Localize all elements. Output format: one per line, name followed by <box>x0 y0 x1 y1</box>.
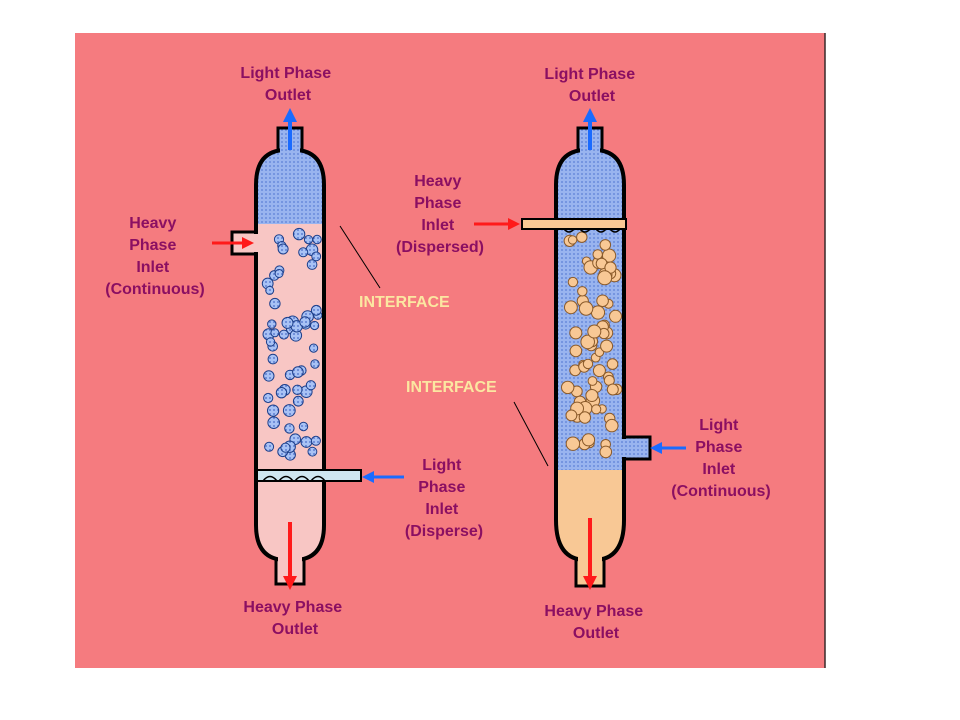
light-drop <box>264 441 275 452</box>
light-drop <box>292 384 303 395</box>
heavy-drop <box>578 411 592 424</box>
light-drop <box>267 404 280 417</box>
heavy-drop <box>564 300 578 315</box>
light-drop <box>306 259 318 270</box>
light-drop <box>263 392 274 404</box>
left-distributor <box>256 469 362 482</box>
heavy-drop <box>587 376 598 386</box>
heavy-drop <box>600 339 614 353</box>
left-light-outlet-label: Light Phase Outlet <box>240 65 335 104</box>
heavy-drop <box>578 301 594 316</box>
light-drop <box>284 423 295 434</box>
heavy-drop <box>605 418 619 433</box>
light-drop <box>300 436 313 448</box>
heavy-drop <box>569 344 583 358</box>
heavy-drop <box>582 358 594 370</box>
heavy-drop <box>606 358 619 370</box>
light-drop <box>274 269 284 278</box>
heavy-drop <box>599 445 613 459</box>
light-drop <box>303 235 314 245</box>
right-column <box>474 108 686 590</box>
light-drop <box>270 328 280 338</box>
right-heavy-inlet-label: Heavy Phase Inlet (Dispersed) <box>396 173 484 256</box>
light-drop <box>311 251 322 262</box>
heavy-drop <box>576 231 588 243</box>
heavy-drop <box>609 309 622 323</box>
heavy-drop <box>592 249 603 260</box>
heavy-drop <box>577 286 588 297</box>
heavy-drop <box>565 409 578 422</box>
heavy-drop <box>599 239 612 251</box>
light-drop <box>292 395 304 407</box>
light-drop <box>267 319 277 329</box>
light-drop <box>292 366 304 378</box>
right-distributor <box>521 218 627 230</box>
left-interface-label: INTERFACE <box>359 294 450 311</box>
heavy-drop <box>590 305 606 320</box>
light-drop <box>309 343 319 353</box>
light-drop <box>265 285 275 295</box>
heavy-drop <box>567 276 579 288</box>
right-dispersed-heavy-drops <box>561 231 623 459</box>
light-drop <box>298 421 309 432</box>
light-drop <box>265 337 276 347</box>
right-light-outlet-label: Light Phase Outlet <box>544 66 639 105</box>
light-drop <box>275 387 288 399</box>
light-drop <box>305 380 316 391</box>
left-vessel-shell <box>254 148 326 562</box>
light-drop <box>263 370 275 382</box>
light-drop <box>281 316 294 329</box>
light-drop <box>280 442 291 453</box>
heavy-drop <box>606 383 619 396</box>
heavy-drop <box>592 364 606 378</box>
light-drop <box>310 359 320 369</box>
left-column <box>212 108 404 590</box>
light-drop <box>277 243 289 255</box>
heavy-drop <box>569 326 583 340</box>
left-light-inlet-label: Light Phase Inlet (Disperse) <box>405 457 483 540</box>
light-drop <box>278 329 289 340</box>
heavy-drop <box>565 436 581 451</box>
background-panel <box>75 33 825 668</box>
left-heavy-inlet-label: Heavy Phase Inlet (Continuous) <box>105 215 205 298</box>
heavy-drop <box>580 334 596 350</box>
light-drop <box>307 446 318 457</box>
heavy-drop <box>597 270 613 286</box>
light-drop <box>267 353 279 365</box>
light-drop <box>312 234 322 245</box>
light-drop <box>298 247 309 258</box>
light-drop <box>310 435 321 446</box>
left-dispersed-light-drops <box>261 227 323 461</box>
right-distributor-holes <box>563 228 621 233</box>
light-drop <box>267 416 281 430</box>
heavy-drop <box>591 404 602 415</box>
left-heavy-outlet-label: Heavy Phase Outlet <box>243 599 346 638</box>
light-drop <box>310 320 320 331</box>
heavy-drop <box>585 389 599 402</box>
left-distributor-holes <box>262 475 326 482</box>
light-drop <box>299 316 311 328</box>
left-interface-pointer <box>339 225 381 289</box>
heavy-drop <box>567 235 578 245</box>
light-drop <box>310 304 322 316</box>
right-heavy-outlet-label: Heavy Phase Outlet <box>544 603 647 642</box>
light-drop <box>269 297 281 310</box>
heavy-drop <box>587 324 602 339</box>
right-vessel-shell <box>554 148 626 562</box>
heavy-drop <box>561 380 575 395</box>
right-interface-label: INTERFACE <box>406 379 497 396</box>
heavy-drop <box>596 294 609 308</box>
right-light-inlet-label: Light Phase Inlet (Continuous) <box>671 417 771 500</box>
heavy-drop <box>581 433 596 447</box>
light-drop <box>282 404 296 417</box>
right-interface-pointer <box>513 401 549 467</box>
light-drop <box>292 227 306 241</box>
